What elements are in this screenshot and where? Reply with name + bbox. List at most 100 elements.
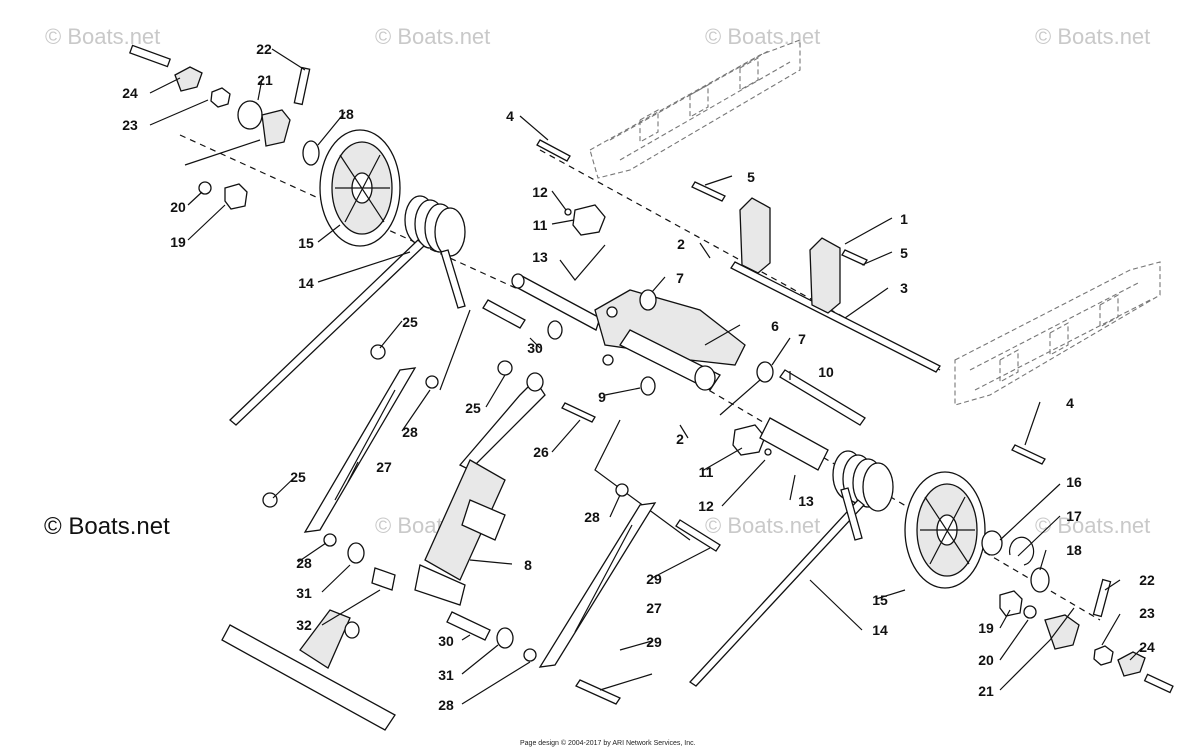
- washer-28a: [425, 375, 439, 389]
- callout-20: 20: [978, 652, 994, 668]
- callout-4: 4: [506, 108, 514, 124]
- callout-15: 15: [298, 235, 314, 251]
- bolt-24-lower: [1143, 673, 1174, 694]
- bolt-29a: [675, 519, 721, 552]
- callout-2: 2: [677, 236, 685, 252]
- sleeve-30-lower: [446, 611, 491, 641]
- callout-30: 30: [527, 340, 543, 356]
- callout-18: 18: [1066, 542, 1082, 558]
- bolt-4-lower: [1011, 444, 1046, 465]
- bolt-22-upper: [293, 66, 311, 106]
- callout-13: 13: [532, 249, 548, 265]
- bearing-16: [981, 530, 1003, 556]
- bracket-1a: [739, 197, 771, 274]
- shaft-13-lower: [759, 417, 829, 471]
- bolt-22-lower: [1092, 578, 1112, 618]
- bolt-5a: [691, 181, 726, 202]
- lower-cross-shaft: [221, 609, 396, 731]
- callout-29: 29: [646, 571, 662, 587]
- washer-28b: [323, 533, 337, 547]
- pivot-arm-6: [594, 289, 746, 391]
- bolt-24-upper: [129, 44, 171, 68]
- callout-10: 10: [818, 364, 834, 380]
- callout-17: 17: [1066, 508, 1082, 524]
- torsion-spring-14-upper: [229, 195, 466, 426]
- bolt-4-upper: [536, 139, 571, 162]
- callout-23: 23: [1139, 605, 1155, 621]
- callout-24: 24: [122, 85, 138, 101]
- sleeve-30-upper: [482, 299, 526, 329]
- page-footer: Page design © 2004-2017 by ARI Network S…: [520, 739, 696, 747]
- callout-27: 27: [376, 459, 392, 475]
- callout-7: 7: [676, 270, 684, 286]
- bracket-21-lower: [1044, 614, 1080, 650]
- callout-14: 14: [298, 275, 314, 291]
- callout-28: 28: [296, 555, 312, 571]
- callout-28: 28: [584, 509, 600, 525]
- idler-wheel-15-upper: [319, 129, 401, 247]
- callout-leaders: [149, 48, 1143, 705]
- idler-wheel-15-lower: [904, 471, 986, 589]
- link-27-right: [538, 502, 657, 668]
- bumper-11-upper: [572, 204, 606, 236]
- callout-19: 19: [978, 620, 994, 636]
- nut-23-upper: [210, 87, 231, 108]
- callout-15: 15: [872, 592, 888, 608]
- bumper-11-lower: [732, 424, 766, 456]
- screw-12-upper: [564, 208, 572, 216]
- washer-28c: [615, 483, 629, 497]
- screw-12-lower: [764, 448, 772, 456]
- watermark: © Boats.net: [1035, 513, 1150, 538]
- spacer-21-upper: [237, 100, 263, 130]
- bushing-7b: [756, 361, 774, 383]
- link-27-left: [303, 367, 417, 533]
- bushing-25b: [497, 360, 513, 376]
- sleeve-32: [371, 567, 396, 591]
- callout-20: 20: [170, 199, 186, 215]
- callout-2: 2: [676, 431, 684, 447]
- rail-lower: [954, 261, 1161, 406]
- callout-31: 31: [438, 667, 454, 683]
- callout-6: 6: [771, 318, 779, 334]
- callout-11: 11: [699, 464, 714, 480]
- washer-28d: [523, 648, 537, 662]
- shock-absorber-8: [414, 372, 546, 606]
- callout-30: 30: [438, 633, 454, 649]
- callout-29: 29: [646, 634, 662, 650]
- callout-11: 11: [533, 217, 548, 233]
- callout-28: 28: [438, 697, 454, 713]
- callout-25: 25: [465, 400, 481, 416]
- callout-12: 12: [532, 184, 548, 200]
- callout-21: 21: [978, 683, 994, 699]
- bushing-31: [547, 320, 563, 340]
- callout-12: 12: [698, 498, 714, 514]
- brand-watermark: © Boats.net: [44, 513, 170, 540]
- axis-line: [179, 134, 521, 291]
- bushing-7a: [639, 289, 657, 311]
- watermark: © Boats.net: [705, 513, 820, 538]
- washer-20-upper: [198, 181, 212, 195]
- bushing-25c: [262, 492, 278, 508]
- bolt-26: [561, 402, 596, 423]
- bushing-9: [640, 376, 656, 396]
- callout-26: 26: [533, 444, 549, 460]
- callout-32: 32: [296, 617, 312, 633]
- callout-8: 8: [524, 557, 532, 573]
- washer-20-lower: [1023, 605, 1037, 619]
- snap-ring-17: [1008, 536, 1035, 566]
- bearing-18-upper: [302, 140, 320, 166]
- watermark: © Boats.net: [375, 24, 490, 49]
- bracket-21-upper: [261, 109, 291, 147]
- bolt-5b: [841, 249, 868, 266]
- callout-18: 18: [338, 106, 354, 122]
- callout-1: 1: [900, 211, 908, 227]
- watermark: © Boats.net: [705, 24, 820, 49]
- callout-31: 31: [296, 585, 312, 601]
- bushing-31a: [347, 542, 365, 564]
- callout-5: 5: [747, 169, 755, 185]
- callout-22: 22: [1139, 572, 1155, 588]
- watermark: © Boats.net: [1035, 24, 1150, 49]
- callout-9: 9: [598, 389, 606, 405]
